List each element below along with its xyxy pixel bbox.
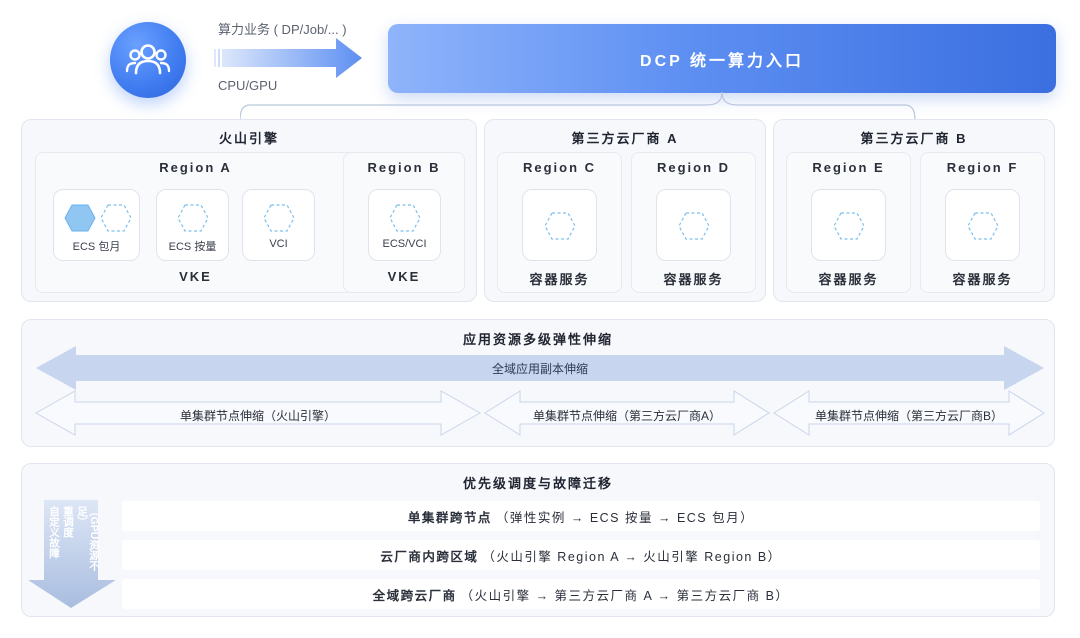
row-bold: 云厂商内跨区域 — [380, 549, 479, 564]
row-detail: （火山引擎 → 第三方云厂商 A → 第三方云厂商 B） — [460, 588, 790, 603]
region-e-box: Region E 容器服务 — [786, 152, 911, 293]
entry-title: DCP 统一算力入口 — [640, 52, 804, 70]
side-text-reschedule: 重调度 — [62, 506, 74, 538]
region-d-box: Region D 容器服务 — [631, 152, 756, 293]
node-container[interactable] — [522, 189, 597, 261]
provider-vendor-b-panel: 第三方云厂商 B Region E 容器服务 Region F 容器服务 — [773, 119, 1055, 302]
node-container[interactable] — [811, 189, 886, 261]
hexagon-icon — [64, 204, 132, 232]
side-text-custom-fault: 自定义故障 — [48, 506, 60, 559]
region-footer: 容器服务 — [818, 272, 879, 287]
priority-row[interactable]: 单集群跨节点 （弹性实例 → ECS 按量 → ECS 包月） — [122, 501, 1040, 531]
hexagon-dashed-icon — [967, 212, 999, 240]
hexagon-dashed-icon — [678, 212, 710, 240]
hexagon-dashed-icon — [177, 204, 209, 232]
priority-title: 优先级调度与故障迁移 — [462, 476, 613, 491]
region-title: Region F — [946, 160, 1019, 175]
cluster-arrow-label: 单集群节点伸缩（第三方云厂商A） — [532, 409, 721, 423]
provider-title: 第三方云厂商 A — [571, 131, 679, 146]
region-title: Region A — [159, 160, 232, 175]
region-title: Region B — [367, 160, 441, 175]
workload-label: 算力业务 ( DP/Job/... ) — [218, 22, 347, 37]
node-container[interactable] — [945, 189, 1020, 261]
user-group-avatar — [110, 22, 186, 98]
region-footer: VKE — [179, 269, 212, 284]
hexagon-dashed-icon — [544, 212, 576, 240]
node-ecs-ondemand[interactable]: ECS 按量 — [156, 189, 229, 261]
side-text-gpu: （GPU资源不足） — [76, 506, 100, 571]
elastic-title: 应用资源多级弹性伸缩 — [462, 332, 613, 347]
cluster-arrow-vendor-a — [484, 390, 770, 436]
hexagon-dashed-icon — [263, 204, 295, 232]
region-f-box: Region F 容器服务 — [920, 152, 1045, 293]
region-footer: VKE — [387, 269, 421, 284]
cluster-arrow-volcengine — [35, 390, 481, 436]
cluster-arrow-label: 单集群节点伸缩（火山引擎） — [179, 409, 336, 423]
user-group-icon — [125, 44, 171, 75]
region-footer: 容器服务 — [529, 272, 590, 287]
region-c-box: Region C 容器服务 — [497, 152, 622, 293]
workload-arrow — [214, 38, 362, 78]
provider-volcengine-panel: 火山引擎 Region A ECS 包月 ECS 按量 VCI VKE Regi… — [21, 119, 477, 302]
region-title: Region C — [522, 160, 597, 175]
down-arrow — [28, 500, 116, 608]
provider-title: 第三方云厂商 B — [860, 131, 968, 146]
provider-vendor-a-panel: 第三方云厂商 A Region C 容器服务 Region D 容器服务 — [484, 119, 766, 302]
row-bold: 全域跨云厂商 — [372, 588, 457, 603]
row-detail: （火山引擎 Region A → 火山引擎 Region B） — [482, 549, 782, 564]
row-bold: 单集群跨节点 — [407, 510, 492, 525]
node-container[interactable] — [656, 189, 731, 261]
region-b-box: Region B ECS/VCI VKE — [343, 152, 465, 293]
resource-label: CPU/GPU — [218, 78, 278, 93]
provider-title: 火山引擎 — [218, 131, 279, 146]
node-label: ECS 包月 — [72, 241, 121, 253]
row-detail: （弹性实例 → ECS 按量 → ECS 包月） — [495, 510, 755, 525]
reschedule-label: （GPU资源不足） 重调度 自定义故障 — [48, 506, 100, 586]
cluster-arrow-label: 单集群节点伸缩（第三方云厂商B） — [814, 409, 1003, 423]
node-label: ECS 按量 — [168, 241, 217, 253]
node-ecs-vci[interactable]: ECS/VCI — [368, 189, 441, 261]
node-label: ECS/VCI — [382, 238, 427, 250]
priority-row[interactable]: 云厂商内跨区域 （火山引擎 Region A → 火山引擎 Region B） — [122, 540, 1040, 570]
region-footer: 容器服务 — [952, 272, 1013, 287]
node-label: VCI — [269, 238, 288, 250]
region-footer: 容器服务 — [663, 272, 724, 287]
cluster-arrow-vendor-b — [773, 390, 1045, 436]
dcp-entry-banner[interactable]: DCP 统一算力入口 — [388, 24, 1056, 93]
connector-lines — [240, 92, 916, 121]
hexagon-dashed-icon — [833, 212, 865, 240]
region-title: Region E — [812, 160, 885, 175]
elastic-scaling-panel: 应用资源多级弹性伸缩 全域应用副本伸缩 单集群节点伸缩（火山引擎） 单集群节点伸… — [21, 319, 1055, 447]
node-ecs-monthly[interactable]: ECS 包月 — [53, 189, 140, 261]
node-vci[interactable]: VCI — [242, 189, 315, 261]
global-arrow-label: 全域应用副本伸缩 — [491, 362, 588, 376]
region-title: Region D — [656, 160, 731, 175]
region-a-box: Region A ECS 包月 ECS 按量 VCI VKE — [35, 152, 356, 293]
hexagon-dashed-icon — [389, 204, 421, 232]
priority-row[interactable]: 全域跨云厂商 （火山引擎 → 第三方云厂商 A → 第三方云厂商 B） — [122, 579, 1040, 609]
global-double-arrow — [36, 346, 1044, 390]
